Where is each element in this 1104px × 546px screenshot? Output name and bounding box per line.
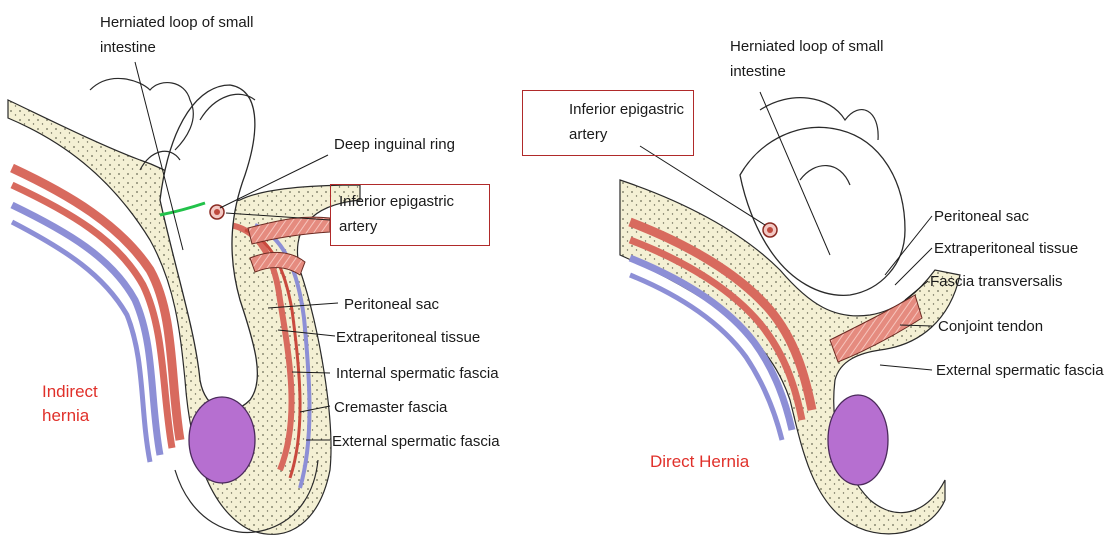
- label-cremaster-fascia: Cremaster fascia: [334, 395, 447, 420]
- label-conjoint-tendon: Conjoint tendon: [938, 314, 1043, 339]
- label-fascia-transversalis: Fascia transversalis: [930, 269, 1063, 294]
- testis: [189, 397, 255, 483]
- label-extraperitoneal-tissue-right: Extraperitoneal tissue: [934, 236, 1078, 261]
- label-herniated-loop-right: Herniated loop of small intestine: [730, 34, 930, 84]
- label-inferior-epigastric-artery-right: Inferior epigastric artery: [522, 90, 694, 156]
- indirect-hernia-drawing: [8, 62, 360, 534]
- label-external-spermatic-fascia-right: External spermatic fascia: [936, 358, 1104, 383]
- label-inferior-epigastric-artery-left: Inferior epigastric artery: [330, 184, 490, 246]
- label-internal-spermatic-fascia: Internal spermatic fascia: [336, 361, 499, 386]
- label-peritoneal-sac-left: Peritoneal sac: [344, 292, 439, 317]
- label-extraperitoneal-tissue-left: Extraperitoneal tissue: [336, 325, 480, 350]
- title-indirect-hernia: Indirect hernia: [42, 380, 122, 428]
- testis: [828, 395, 888, 485]
- label-peritoneal-sac-right: Peritoneal sac: [934, 204, 1029, 229]
- label-external-spermatic-fascia-left: External spermatic fascia: [332, 429, 500, 454]
- label-herniated-loop-left: Herniated loop of small intestine: [100, 10, 300, 60]
- title-direct-hernia: Direct Hernia: [650, 450, 749, 474]
- label-deep-inguinal-ring: Deep inguinal ring: [334, 132, 455, 157]
